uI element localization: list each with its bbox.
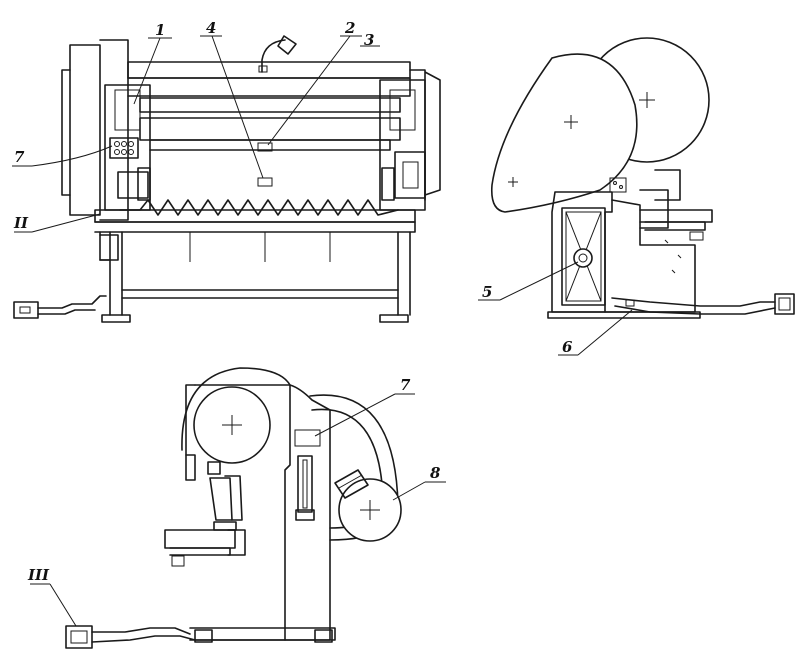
callout-2: 2 [344,19,355,37]
callout-labels: 1 2 3 4 5 6 7 7 8 II III [13,19,573,584]
side-view [490,37,795,319]
leader-lines [12,35,633,627]
callout-7-rear: 7 [400,376,411,394]
callout-II: II [13,214,29,232]
rear-view [65,367,402,649]
callout-4: 4 [206,19,216,37]
callout-5: 5 [482,283,492,301]
callout-1: 1 [155,21,165,39]
callout-7-front: 7 [14,148,25,166]
front-view [13,35,441,323]
callout-3: 3 [364,31,374,49]
callout-6: 6 [562,338,573,356]
callout-8: 8 [430,464,441,482]
callout-III: III [27,566,50,584]
